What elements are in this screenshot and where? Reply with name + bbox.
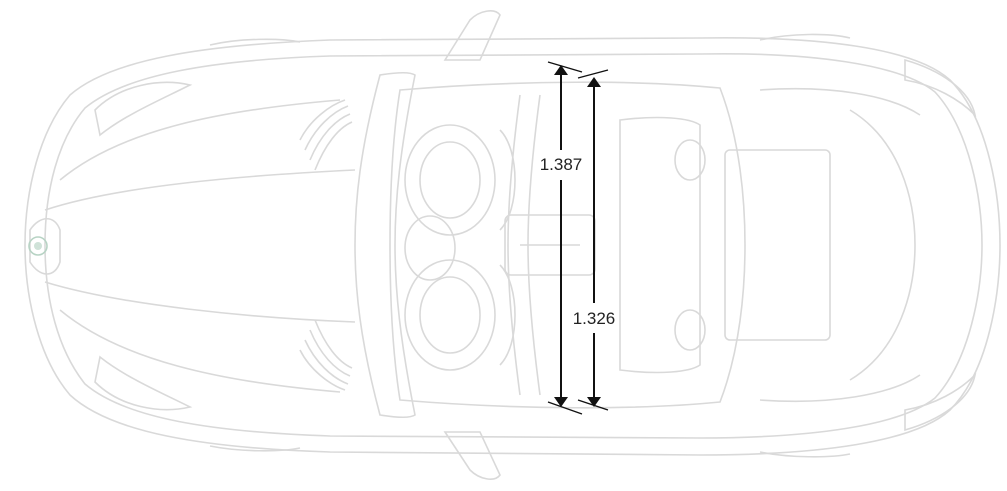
rear-wheel-arch-top: [759, 33, 851, 41]
side-mirror-bottom: [443, 431, 501, 480]
front-grille: [29, 217, 61, 275]
cabin-outline: [389, 81, 746, 409]
rear-bench: [619, 116, 701, 374]
hood-center-upper: [44, 169, 356, 211]
trunk-line-top: [759, 87, 921, 116]
headrest-top: [674, 139, 706, 181]
headlight-right: [94, 355, 193, 411]
car-top-view-outline: [24, 10, 1001, 480]
front-wheel-arch-top: [209, 38, 301, 46]
hood-line-lower: [59, 309, 341, 393]
steering-wheel: [404, 215, 456, 281]
front-badge-icon: [28, 236, 48, 256]
taillight-bottom: [904, 372, 977, 432]
windshield: [354, 71, 416, 419]
rollbar-line-2: [527, 94, 541, 396]
trunk-line-bottom: [759, 374, 921, 403]
dimension-1387: 1.387: [540, 61, 583, 415]
rear-wheel-arch-bottom: [759, 451, 851, 458]
front-wheel-arch-bottom: [209, 445, 301, 452]
headrest-bottom: [674, 309, 706, 351]
hood-center-lower: [44, 281, 356, 323]
rollbar-line-1: [507, 94, 521, 396]
car-body-outline: [24, 36, 1001, 456]
headlight-left: [94, 81, 193, 137]
trunk-lid: [849, 109, 916, 381]
side-mirror-top: [443, 10, 501, 61]
dimension-1326-ext-top: [577, 69, 609, 79]
dimension-1326-label: 1.326: [573, 309, 616, 328]
hood-line-upper: [59, 99, 341, 181]
dimension-1387-label: 1.387: [540, 155, 583, 174]
rear-deck-panel: [724, 149, 831, 341]
dimension-1326: 1.326: [573, 69, 616, 411]
seat-passenger: [404, 259, 516, 371]
car-body-inner-line: [44, 52, 983, 439]
dimension-1387-ext-top: [547, 61, 583, 73]
hood-vent-upper: [299, 99, 353, 171]
hood-vent-lower: [299, 319, 353, 391]
dimension-1387-ext-bottom: [547, 401, 583, 415]
taillight-top: [904, 58, 977, 118]
